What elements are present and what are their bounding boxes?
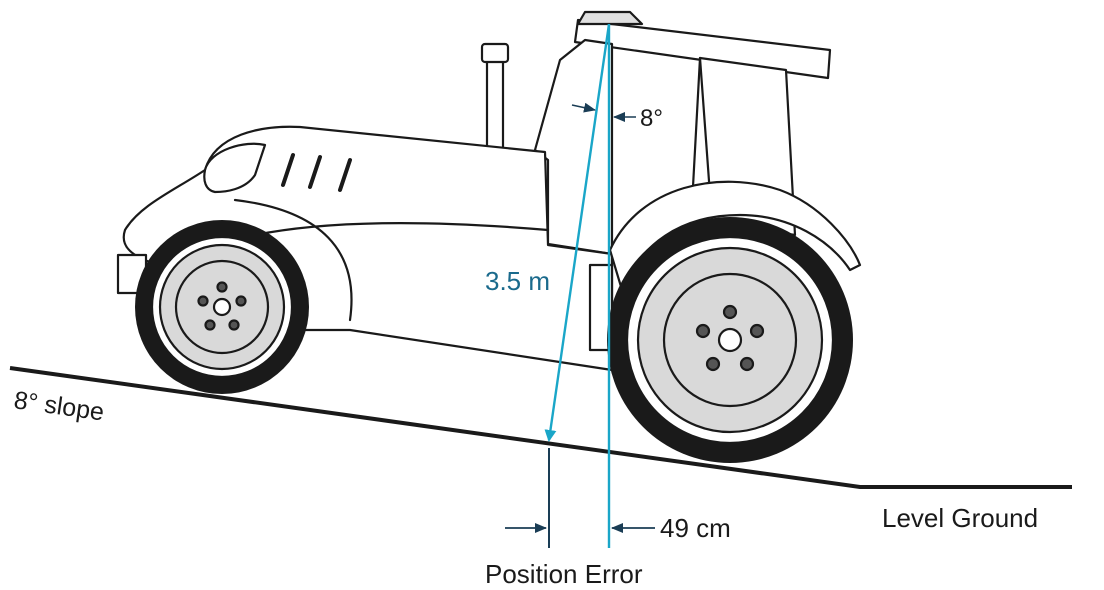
tractor-icon: [116, 10, 862, 463]
hood-vent: [338, 158, 352, 192]
cab-body: [533, 38, 614, 256]
gps-receiver-icon: [576, 10, 644, 26]
slope-label: 8° slope: [12, 386, 106, 426]
level-ground-label: Level Ground: [882, 503, 1038, 533]
ground-line: [9, 366, 1072, 489]
cab-roof: [573, 18, 832, 80]
angle-label: 8°: [640, 105, 663, 132]
angle-arrow-left: [571, 102, 596, 113]
rear-fender: [608, 180, 862, 292]
grille: [203, 142, 267, 194]
distance-label: 3.5 m: [485, 266, 550, 296]
position-error-label: Position Error: [485, 559, 643, 589]
tilted-antenna-line: [544, 23, 611, 442]
hood-vent: [281, 153, 295, 187]
exhaust-pipe: [485, 58, 505, 157]
hood-vent: [308, 155, 322, 189]
exhaust-cap: [480, 42, 510, 64]
error-value-label: 49 cm: [660, 513, 731, 543]
rear-wheel: [607, 217, 853, 463]
front-wheel: [135, 220, 309, 394]
